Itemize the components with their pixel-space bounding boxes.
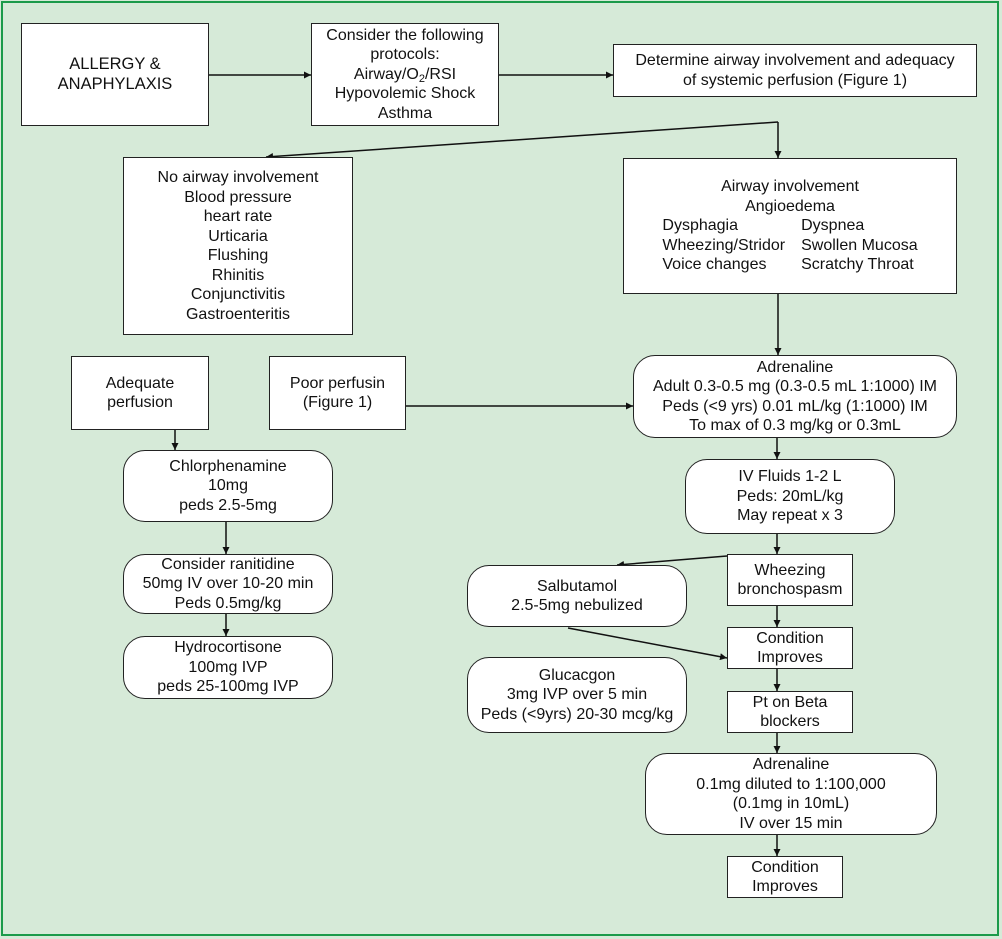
condition-improves-box-1: Condition Improves <box>727 627 853 669</box>
hydrocortisone-box: Hydrocortisone 100mg IVP peds 25-100mg I… <box>123 636 333 699</box>
iv-fluids-box: IV Fluids 1-2 L Peds: 20mL/kg May repeat… <box>685 459 895 534</box>
salbutamol-box: Salbutamol 2.5-5mg nebulized <box>467 565 687 627</box>
glucagon-box: Glucacgon 3mg IVP over 5 min Peds (<9yrs… <box>467 657 687 733</box>
no-airway-involvement-box: No airway involvement Blood pressure hea… <box>123 157 353 335</box>
beta-blockers-box: Pt on Beta blockers <box>727 691 853 733</box>
adequate-perfusion-box: Adequate perfusion <box>71 356 209 430</box>
wheezing-bronchospasm-box: Wheezing bronchospasm <box>727 554 853 606</box>
chlorphenamine-box: Chlorphenamine 10mg peds 2.5-5mg <box>123 450 333 522</box>
arrow-wheezing-to-salbutamol <box>616 555 728 568</box>
determine-airway-box: Determine airway involvement and adequac… <box>613 44 977 97</box>
allergy-anaphylaxis-box: ALLERGY & ANAPHYLAXIS <box>21 23 209 126</box>
arrow-salbutamol-to-condition <box>567 627 728 661</box>
adrenaline-im-box: Adrenaline Adult 0.3-0.5 mg (0.3-0.5 mL … <box>633 355 957 438</box>
protocols-airway-line: Airway/O2/RSI <box>353 65 457 85</box>
ranitidine-box: Consider ranitidine 50mg IV over 10-20 m… <box>123 554 333 614</box>
condition-improves-box-2: Condition Improves <box>727 856 843 898</box>
protocols-box: Consider the following protocols: Airway… <box>311 23 499 126</box>
poor-perfusion-box: Poor perfusin (Figure 1) <box>269 356 406 430</box>
adrenaline-iv-box: Adrenaline 0.1mg diluted to 1:100,000 (0… <box>645 753 937 835</box>
airway-involvement-box: Airway involvement Angioedema Dysphagia … <box>623 158 957 294</box>
arrow-determine-to-no-airway <box>265 121 779 161</box>
airway-symptoms-grid: Dysphagia Dyspnea Wheezing/Stridor Swoll… <box>662 217 918 274</box>
